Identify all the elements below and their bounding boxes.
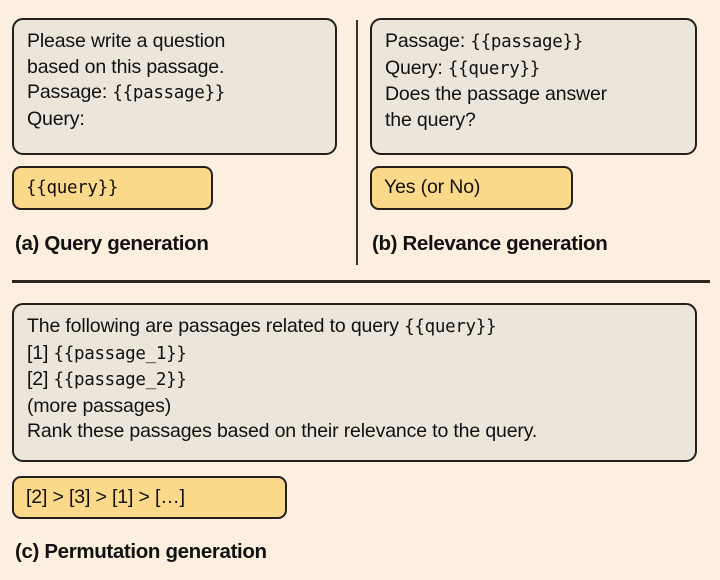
- text-run: Does the passage answer: [385, 83, 608, 105]
- template-variable: {{passage}}: [112, 83, 225, 103]
- text-run: The following are passages related to qu…: [27, 315, 405, 337]
- template-variable: {{query}}: [404, 317, 497, 337]
- text-run: the query?: [385, 108, 476, 131]
- text-line: Passage: {{passage}}: [385, 29, 682, 56]
- text-run: Yes (or No): [384, 176, 481, 199]
- panel-a-caption: (a) Query generation: [15, 232, 209, 255]
- text-run: [2] > [3] > [1] > […]: [26, 485, 185, 508]
- panel-b-output-box: Yes (or No): [370, 166, 573, 210]
- text-line: Please write a question: [27, 29, 322, 55]
- text-line: [1] {{passage_1}}: [27, 341, 682, 368]
- text-run: Query:: [385, 56, 448, 79]
- text-line: Yes (or No): [384, 175, 480, 201]
- text-line: Query:: [27, 107, 322, 133]
- text-line: based on this passage.: [27, 55, 322, 81]
- text-line: (more passages): [27, 394, 682, 420]
- text-run: Please write a question: [27, 30, 226, 52]
- template-variable: {{passage_2}}: [53, 370, 187, 390]
- text-line: [2] > [3] > [1] > […]: [26, 485, 185, 511]
- text-line: Query: {{query}}: [385, 56, 682, 83]
- text-line: Does the passage answer: [385, 82, 682, 108]
- text-line: {{query}}: [26, 175, 118, 202]
- text-run: (more passages): [27, 394, 172, 417]
- horizontal-divider: [12, 280, 710, 283]
- template-variable: {{passage}}: [470, 32, 583, 52]
- panel-a-prompt-box: Please write a question based on this pas…: [12, 18, 337, 155]
- text-run: Passage:: [27, 81, 113, 103]
- text-run: Query:: [27, 107, 85, 130]
- text-run: [2]: [27, 368, 54, 390]
- text-run: [1]: [27, 341, 54, 364]
- panel-b-prompt-box: Passage: {{passage}}Query: {{query}}Does…: [370, 18, 697, 155]
- template-variable: {{passage_1}}: [53, 343, 187, 364]
- template-variable: {{query}}: [26, 177, 119, 198]
- text-run: based on this passage.: [27, 55, 225, 78]
- text-line: Rank these passages based on their relev…: [27, 419, 682, 445]
- text-line: Passage: {{passage}}: [27, 80, 322, 107]
- text-run: Passage:: [385, 30, 471, 52]
- vertical-divider: [356, 20, 358, 265]
- text-line: [2] {{passage_2}}: [27, 367, 682, 394]
- panel-c-output-box: [2] > [3] > [1] > […]: [12, 476, 287, 519]
- text-line: The following are passages related to qu…: [27, 314, 682, 341]
- panel-b-caption: (b) Relevance generation: [372, 232, 608, 255]
- panel-c-caption: (c) Permutation generation: [15, 540, 267, 563]
- text-line: the query?: [385, 108, 682, 134]
- panel-c-prompt-box: The following are passages related to qu…: [12, 303, 697, 462]
- panel-a-output-box: {{query}}: [12, 166, 213, 210]
- template-variable: {{query}}: [447, 58, 541, 79]
- text-run: Rank these passages based on their relev…: [27, 420, 538, 442]
